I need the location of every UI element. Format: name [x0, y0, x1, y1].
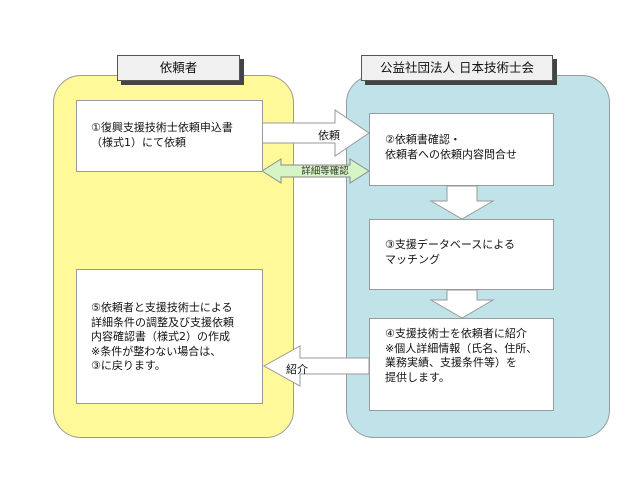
- step-5-line: ⑤依頼者と支援技術士による: [91, 301, 233, 314]
- step-5-line: ③に戻ります。: [91, 359, 166, 372]
- step-4-line: 提供します。: [385, 370, 450, 384]
- request-label: 依頼: [318, 129, 340, 142]
- step-1-line: ①復興支援技術士依頼申込書: [91, 121, 233, 134]
- step-3-box: ③支援データベースによる マッチング: [369, 219, 554, 290]
- step-4-line: ※個人詳細情報（氏名、住所、: [385, 341, 538, 355]
- step-4-line: 業務実績、支援条件等）を: [385, 356, 517, 369]
- step-1-box: ①復興支援技術士依頼申込書 （様式1）にて依頼: [76, 100, 263, 172]
- step-5-line: ※条件が整わない場合は、: [91, 344, 222, 358]
- down-arrow-2-3: [429, 185, 495, 220]
- step-1-line: （様式1）にて依頼: [91, 135, 186, 149]
- step-2-box: ②依頼書確認・ 依頼者への依頼内容問合せ: [369, 113, 554, 186]
- request-arrow: [261, 109, 370, 157]
- step-2-line: 依頼者への依頼内容問合せ: [385, 147, 517, 161]
- detail-confirm-label: 詳細等確認: [301, 166, 349, 177]
- down-arrow-3-4: [429, 289, 495, 319]
- step-4-line: ④支援技術士を依頼者に紹介: [385, 327, 527, 340]
- introduce-arrow: [262, 345, 370, 387]
- introduce-label: 紹介: [286, 363, 308, 376]
- step-3-line: マッチング: [385, 252, 440, 266]
- step-3-line: ③支援データベースによる: [385, 238, 515, 251]
- association-header: 公益社団法人 日本技術士会: [361, 55, 553, 81]
- step-2-line: ②依頼書確認・: [385, 133, 461, 146]
- step-5-line: 詳細条件の調整及び支援依頼: [91, 315, 234, 329]
- requester-header: 依頼者: [117, 55, 240, 81]
- step-5-box: ⑤依頼者と支援技術士による 詳細条件の調整及び支援依頼 内容確認書（様式2）の作…: [76, 269, 263, 404]
- step-4-box: ④支援技術士を依頼者に紹介 ※個人詳細情報（氏名、住所、 業務実績、支援条件等）…: [369, 318, 554, 411]
- step-5-line: 内容確認書（様式2）の作成: [91, 330, 230, 343]
